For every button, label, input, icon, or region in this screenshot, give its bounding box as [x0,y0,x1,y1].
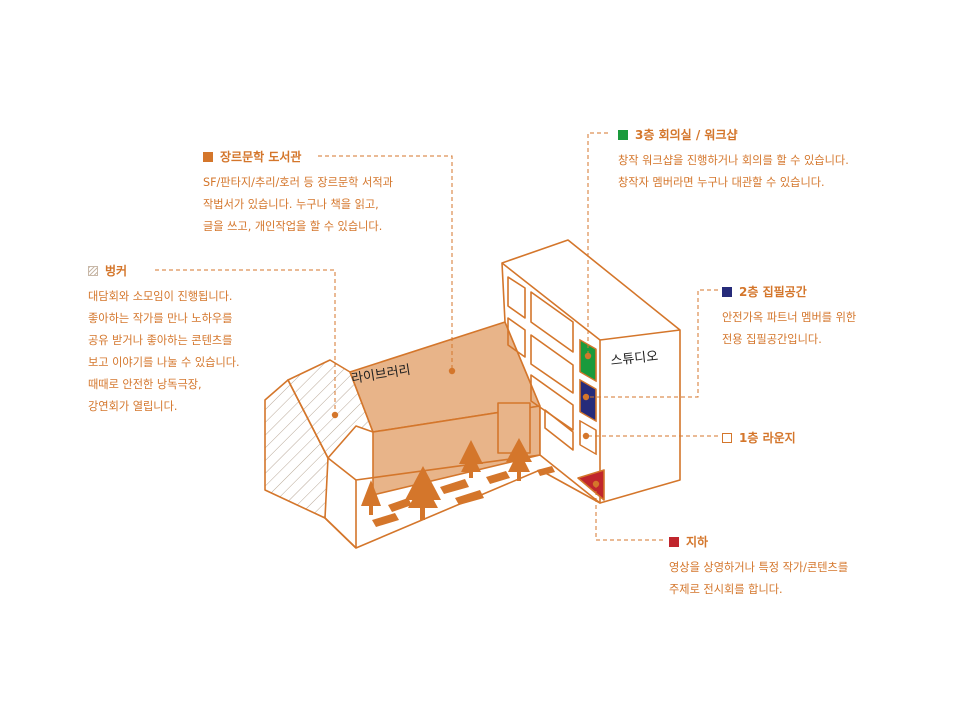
basement-marker [577,469,605,501]
library-info: 장르문학 도서관 SF/판타지/추리/호러 등 장르문학 서적과 작법서가 있습… [203,148,393,238]
floor3-line: 창작자 멤버라면 누구나 대관할 수 있습니다. [618,176,825,189]
tree-right [506,438,532,481]
floor2-title: 2층 집필공간 [739,285,807,299]
bunker-title: 벙커 [105,264,128,278]
bunker-front-face [264,379,329,519]
bunker-leader [155,269,336,415]
window-2f [579,378,597,423]
bunker-hatch-icon [88,265,98,276]
floor1-title: 1층 라운지 [739,431,796,445]
tree-large [405,466,441,520]
floor2-line: 안전가옥 파트너 멤버를 위한 [722,311,857,324]
library-line: 작법서가 있습니다. 누구나 책을 읽고, [203,198,379,211]
library-square-icon [203,151,213,162]
floor1-square-icon [722,432,732,443]
trees [361,438,532,520]
floor3-square-icon [618,129,628,140]
bunker-line: 대담회와 소모임이 진행됩니다. [88,290,233,303]
library-line: 글을 쓰고, 개인작업을 할 수 있습니다. [203,220,383,233]
studio-label: 스튜디오 [610,349,659,369]
bunker-line: 때때로 안전한 낭독극장, [88,378,202,391]
basement-line: 영상을 상영하거나 특정 작가/콘텐츠를 [669,561,849,574]
bunker-line: 강연회가 열립니다. [88,400,178,413]
floor3-leader [587,132,608,356]
basement-line: 주제로 전시회를 합니다. [669,583,783,596]
tree-mid [459,440,483,478]
floor1-info: 1층 라운지 [722,429,796,446]
basement-info: 지하 영상을 상영하거나 특정 작가/콘텐츠를 주제로 전시회를 합니다. [669,533,848,601]
basement-square-icon [669,536,679,547]
bunker-line: 보고 이야기를 나눌 수 있습니다. [88,356,240,369]
bunker-info: 벙커 대담회와 소모임이 진행됩니다. 좋아하는 작가를 만나 노하우를 공유 … [88,262,240,418]
basement-leader [595,484,664,541]
basement-title: 지하 [686,535,709,549]
bunker-line: 공유 받거나 좋아하는 콘텐츠를 [88,334,233,347]
floor2-info: 2층 집필공간 안전가옥 파트너 멤버를 위한 전용 집필공간입니다. [722,283,856,351]
library-line: SF/판타지/추리/호러 등 장르문학 서적과 [203,176,393,189]
library-leader [318,155,453,371]
floor2-line: 전용 집필공간입니다. [722,333,822,346]
tree-small-left [361,480,381,515]
floor2-leader [586,289,718,398]
bunker-line: 좋아하는 작가를 만나 노하우를 [88,312,233,325]
library-title: 장르문학 도서관 [220,150,302,164]
library-door [497,402,531,454]
floor2-square-icon [722,286,732,297]
floor3-info: 3층 회의실 / 워크샵 창작 워크샵을 진행하거나 회의를 할 수 있습니다.… [618,126,849,194]
floor3-title: 3층 회의실 / 워크샵 [635,128,738,142]
floor3-line: 창작 워크샵을 진행하거나 회의를 할 수 있습니다. [618,154,849,167]
